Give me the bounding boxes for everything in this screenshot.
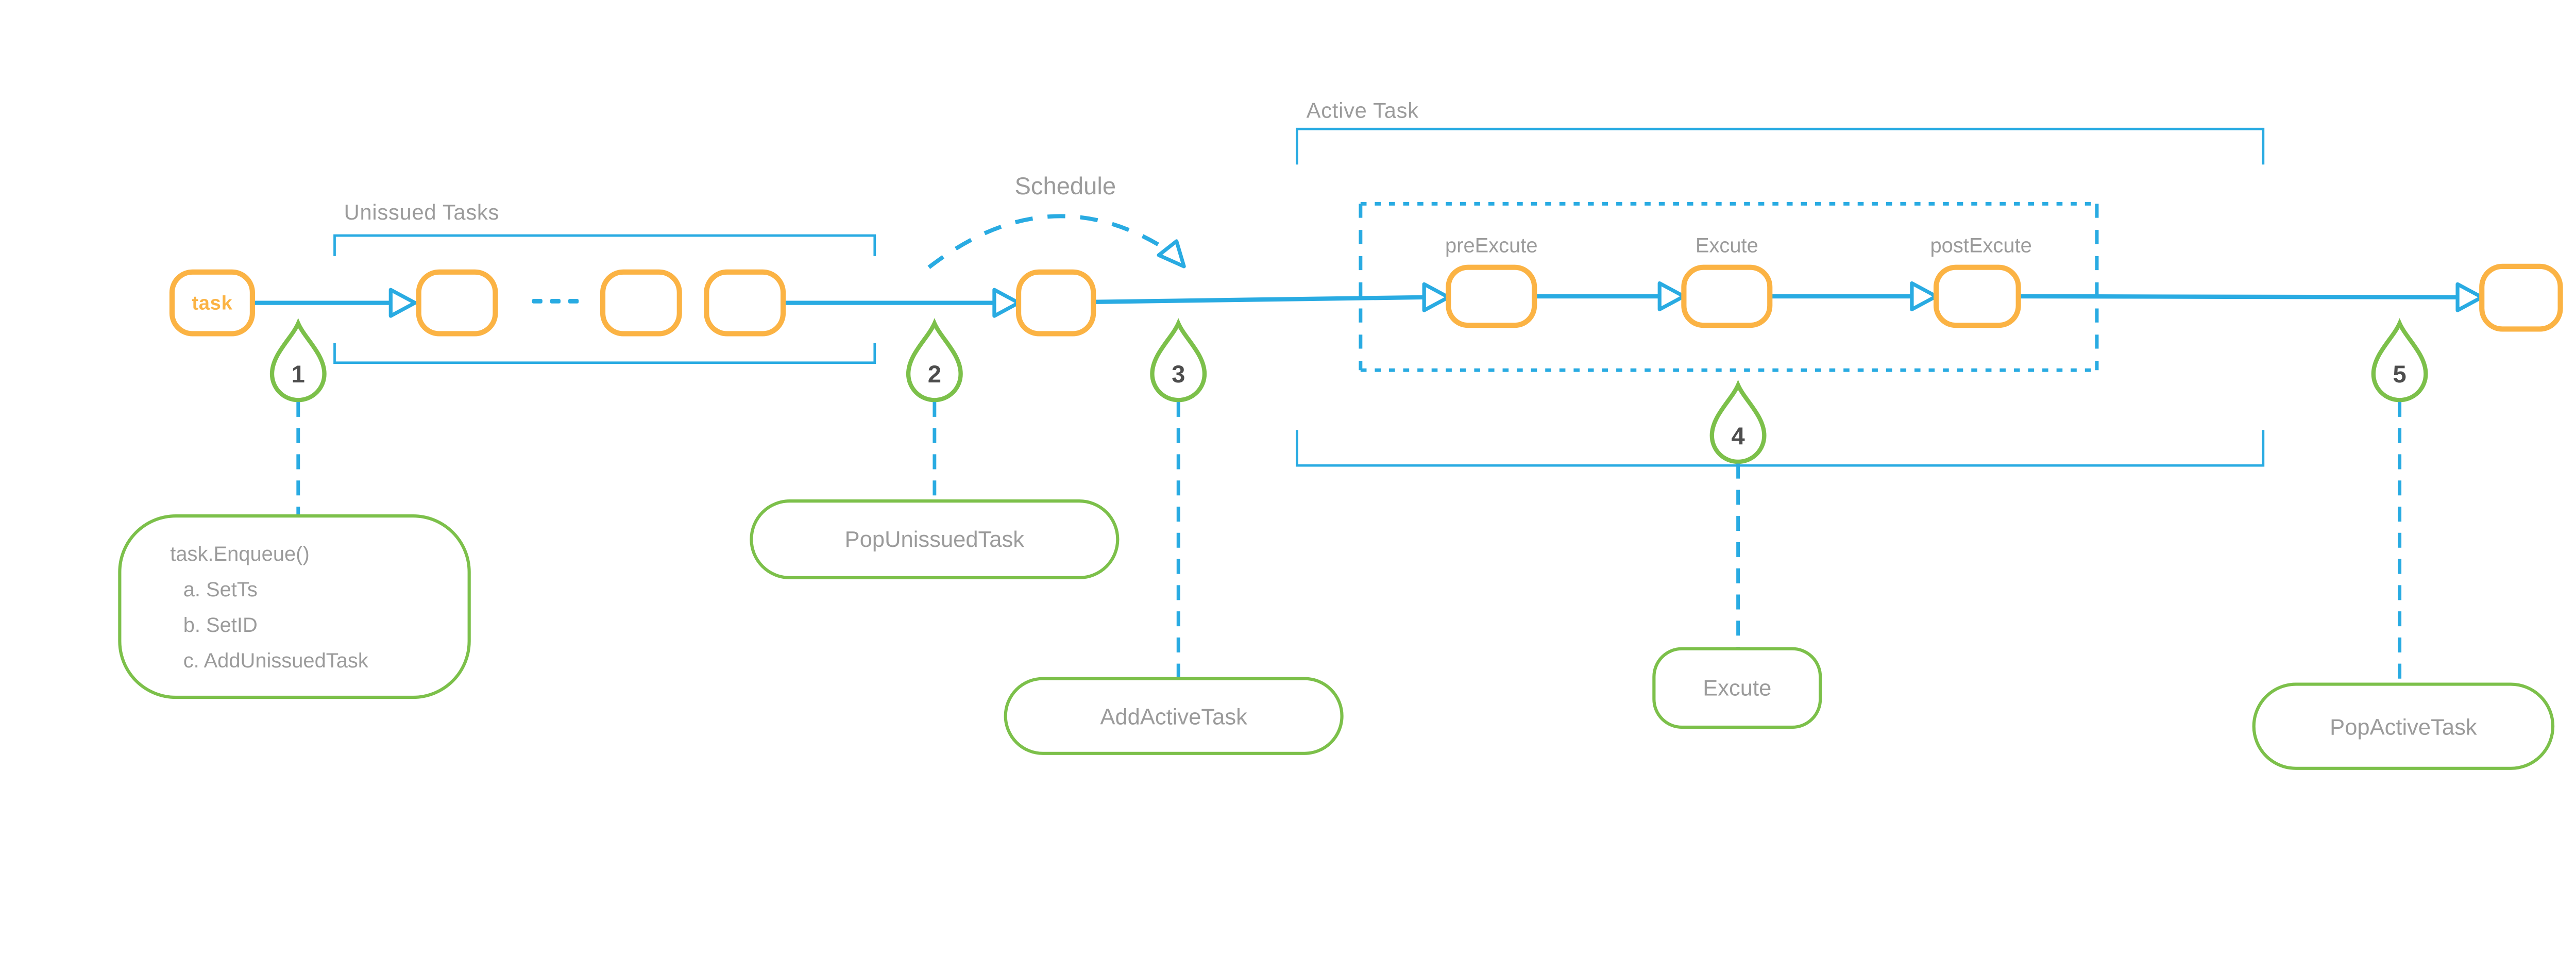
add-active-label: AddActiveTask <box>1100 705 1247 730</box>
preexecute-label: preExcute <box>1445 235 1538 257</box>
step-number: 1 <box>292 360 305 388</box>
schedule-node <box>1016 269 1096 337</box>
queue-ellipsis-dash-icon <box>532 298 543 304</box>
callout-connectors <box>296 401 2402 692</box>
callout-pop-active: PopActiveTask <box>2252 682 2555 770</box>
arrowhead-into-postexecute-icon <box>1910 281 1938 311</box>
pop-unissued-label: PopUnissuedTask <box>845 527 1025 552</box>
active-task-section: Active Task preExcute Excute postExcute <box>1296 98 2265 467</box>
teardrop-marker-icon <box>906 318 963 403</box>
enqueue-step-c: c. AddUnissuedTask <box>183 649 368 672</box>
flow-line-postexecute-to-done <box>2018 294 2460 299</box>
pop-unissued-callout-box <box>750 499 1120 579</box>
postexecute-label: postExcute <box>1930 235 2031 257</box>
enqueue-step-a: a. SetTs <box>183 578 258 601</box>
step-number: 4 <box>1731 422 1744 449</box>
active-dashed-box <box>1359 202 2099 372</box>
schedule-section: Schedule <box>927 172 1186 269</box>
execute-callout-label: Excute <box>1703 676 1771 700</box>
step-number: 5 <box>2393 360 2406 388</box>
execute-callout-box <box>1652 647 1822 729</box>
postexecute-node <box>1933 264 2021 328</box>
schedule-arc-arrowhead-icon <box>1157 239 1186 269</box>
callout-enqueue: task.Enqueue() a. SetTs b. SetID c. AddU… <box>118 514 471 699</box>
step-marker-1: 1 <box>269 318 327 403</box>
teardrop-marker-icon <box>2371 318 2428 403</box>
enqueue-step-b: b. SetID <box>183 614 258 637</box>
add-active-callout-box <box>1004 677 1344 755</box>
unissued-bottom-bracket <box>333 343 876 364</box>
active-bottom-bracket <box>1296 430 2265 467</box>
queue-ellipsis <box>532 298 579 304</box>
arrowhead-into-schedule-node-icon <box>992 288 1021 318</box>
unissued-queue-node-3 <box>704 269 786 337</box>
teardrop-marker-icon <box>1150 318 1207 403</box>
step-marker-5: 5 <box>2371 318 2428 403</box>
queue-ellipsis-dash-icon <box>550 298 561 304</box>
step-number: 3 <box>1172 360 1185 388</box>
pop-active-callout-box <box>2252 682 2555 770</box>
step-number: 2 <box>928 360 941 388</box>
callout-pop-unissued: PopUnissuedTask <box>750 499 1120 579</box>
callout-boxes: task.Enqueue() a. SetTs b. SetID c. AddU… <box>118 499 2555 770</box>
task-nodes: task <box>169 263 2563 337</box>
teardrop-marker-icon <box>269 318 327 403</box>
main-flow <box>252 281 2484 318</box>
unissued-tasks-label: Unissued Tasks <box>344 200 499 224</box>
unissued-top-bracket <box>333 234 876 256</box>
unissued-queue-node-1 <box>416 269 498 337</box>
enqueue-callout-box <box>118 514 471 699</box>
callout-execute: Excute <box>1652 647 1822 729</box>
execute-node <box>1681 264 1773 328</box>
execute-label: Excute <box>1696 235 1758 257</box>
preexecute-node <box>1446 264 1537 328</box>
unissued-queue-node-2 <box>600 269 682 337</box>
arrowhead-into-done-node-icon <box>2455 282 2484 312</box>
active-task-label: Active Task <box>1307 98 1419 123</box>
step-markers: 1 2 3 4 5 <box>269 318 2428 464</box>
task-node <box>169 269 255 337</box>
step-marker-3: 3 <box>1150 318 1207 403</box>
pop-active-label: PopActiveTask <box>2330 715 2477 740</box>
arrowhead-into-queue-icon <box>388 288 417 318</box>
step-marker-2: 2 <box>906 318 963 403</box>
arrowhead-into-execute-icon <box>1657 281 1686 311</box>
schedule-label: Schedule <box>1014 172 1116 199</box>
task-node-label: task <box>192 292 232 314</box>
unissued-tasks-section: Unissued Tasks <box>333 200 876 364</box>
schedule-arc <box>927 214 1175 269</box>
teardrop-marker-icon <box>1709 379 1767 464</box>
enqueue-title: task.Enqueue() <box>170 543 309 565</box>
flow-line-schedule-to-preexecute <box>1093 295 1426 304</box>
queue-ellipsis-dash-icon <box>568 298 579 304</box>
active-top-bracket <box>1296 127 2265 165</box>
arrowhead-into-preexecute-icon <box>1422 282 1450 312</box>
step-marker-4: 4 <box>1709 379 1767 464</box>
callout-add-active: AddActiveTask <box>1004 677 1344 755</box>
done-node <box>2479 263 2563 332</box>
